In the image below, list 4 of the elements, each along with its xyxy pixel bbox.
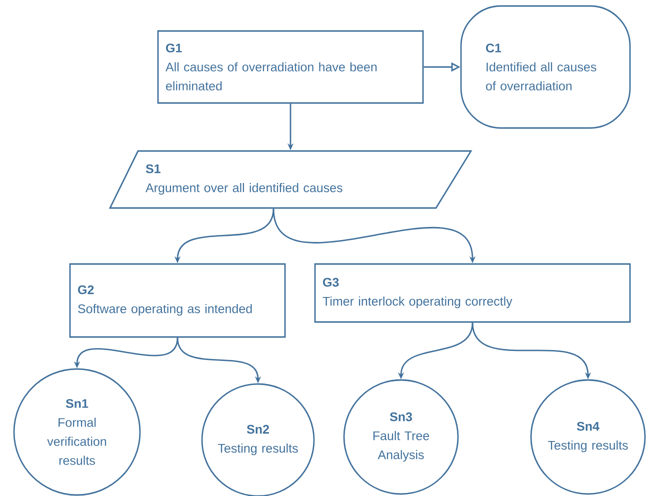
goal-box: G1 All causes of overradiation have been eliminated bbox=[157, 30, 424, 104]
goal-box: G2 Software operating as intended bbox=[69, 263, 286, 338]
context-box: C1 Identified all causes of overradiation bbox=[460, 5, 631, 129]
goal-box: G3 Timer interlock operating correctly bbox=[314, 263, 631, 323]
